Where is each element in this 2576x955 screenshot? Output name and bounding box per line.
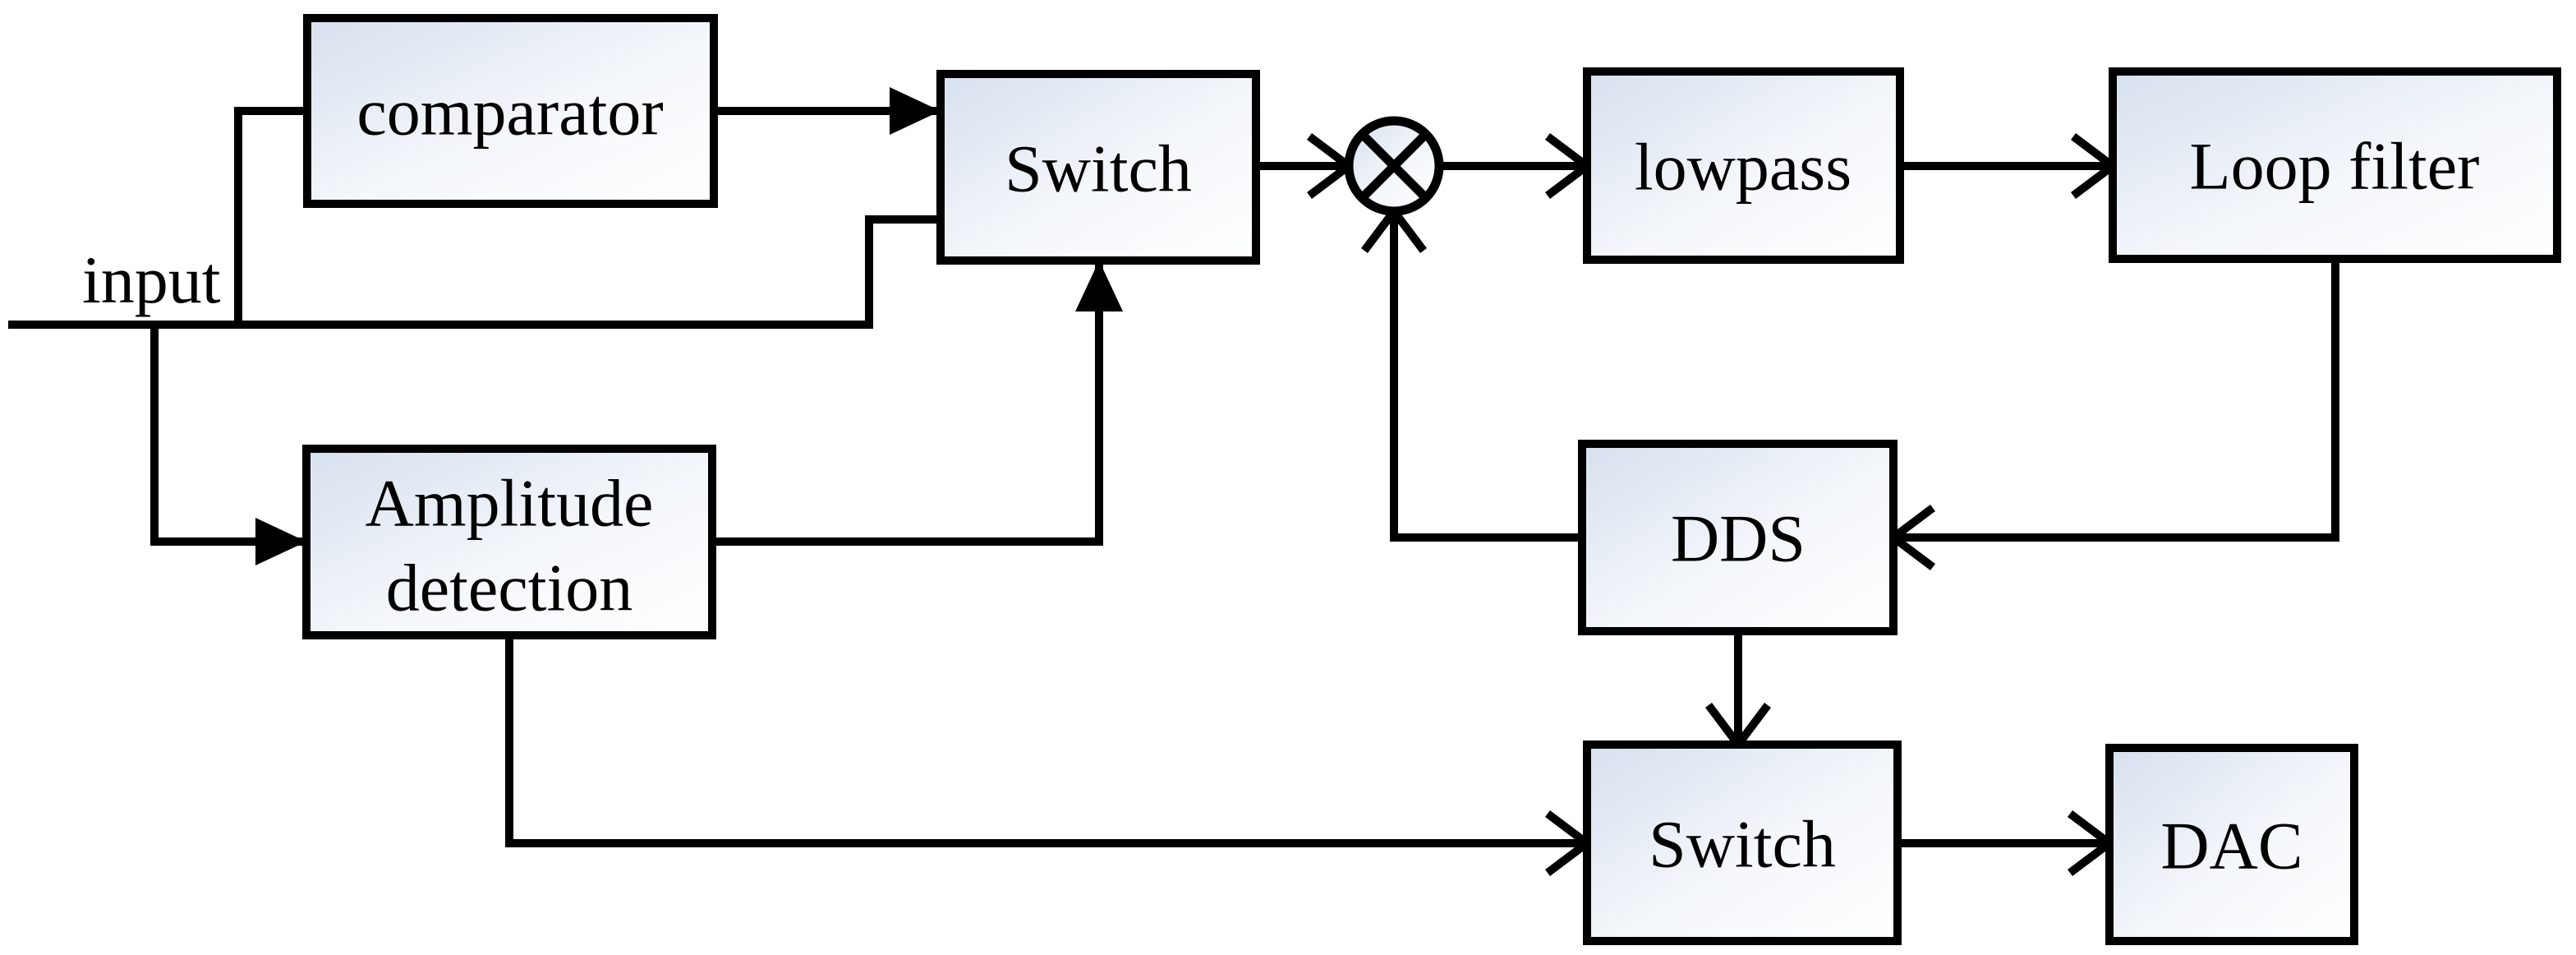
input-to-comparator-line [234, 107, 307, 325]
connectors [8, 87, 2339, 876]
switch-top-box [936, 70, 1260, 265]
input-main-line [8, 215, 941, 329]
switch-bottom-label: Switch [1649, 807, 1836, 882]
loop-filter-box [2109, 67, 2561, 263]
loopfilter-to-dds-arrow [1886, 259, 2339, 570]
amplitude-detection-box [302, 445, 716, 639]
dac-label: DAC [2160, 809, 2302, 883]
node-comparator: comparator [303, 14, 718, 208]
comparator-label: comparator [356, 75, 663, 150]
node-lowpass: lowpass [1583, 67, 1904, 264]
input-to-amplitude-arrow [150, 325, 306, 565]
node-amplitude-detection: Amplitude detection [302, 445, 716, 639]
mixer-x-stroke-2 [1359, 131, 1429, 201]
dac-box [2105, 744, 2358, 945]
mixer-multiplier [1344, 116, 1444, 216]
nodes: comparator Switch lowpass Loop filter [82, 14, 2561, 945]
amplitude-detection-label-line1: Amplitude [366, 466, 654, 541]
loop-filter-label: Loop filter [2190, 129, 2480, 204]
node-dac: DAC [2105, 744, 2358, 945]
node-dds: DDS [1578, 440, 1898, 635]
comparator-box [303, 14, 718, 208]
input-label: input [82, 242, 221, 317]
dds-box [1578, 440, 1898, 635]
node-switch-bottom: Switch [1583, 740, 1902, 945]
switch-bottom-box [1583, 740, 1902, 945]
switch-top-label: Switch [1005, 131, 1192, 206]
amplitude-to-switchbottom-arrow [505, 635, 1594, 876]
lowpass-label: lowpass [1635, 130, 1852, 205]
node-switch-top: Switch [936, 70, 1260, 265]
amplitude-to-switch-control-arrow [712, 261, 1123, 546]
lowpass-box [1583, 67, 1904, 264]
node-loop-filter: Loop filter [2109, 67, 2561, 263]
dds-label: DDS [1671, 501, 1806, 576]
dds-to-mixer-arrow [1361, 204, 1582, 542]
amplitude-detection-label-line2: detection [386, 551, 633, 625]
